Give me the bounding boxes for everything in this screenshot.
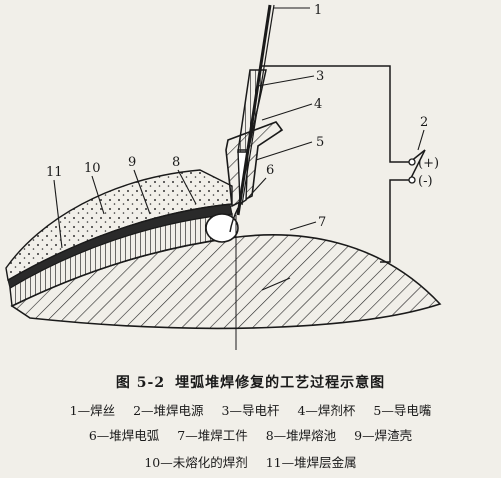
legend-item: 2—堆焊电源 bbox=[133, 403, 204, 418]
callout-11: 11 bbox=[46, 165, 63, 180]
weld-pool bbox=[205, 213, 239, 243]
welding-arc bbox=[229, 207, 239, 233]
legend-item: 10—未熔化的焊剂 bbox=[144, 455, 248, 470]
legend-item: 3—导电杆 bbox=[221, 403, 280, 418]
legend-item: 7—堆焊工件 bbox=[177, 428, 248, 443]
callout-9: 9 bbox=[128, 155, 136, 170]
callout-4: 4 bbox=[314, 97, 322, 112]
figure-caption: 图 5-2 埋弧堆焊修复的工艺过程示意图 bbox=[0, 372, 501, 392]
callout-6: 6 bbox=[266, 163, 274, 178]
legend-item: 4—焊剂杯 bbox=[297, 403, 356, 418]
legend-line-2: 6—堆焊电弧 7—堆焊工件 8—堆焊熔池 9—焊渣壳 bbox=[0, 425, 501, 444]
negative-terminal bbox=[408, 176, 416, 184]
callout-10: 10 bbox=[84, 161, 101, 176]
callout-5: 5 bbox=[316, 135, 324, 150]
welding-wire bbox=[236, 4, 272, 216]
legend-line-3: 10—未熔化的焊剂 11—堆焊层金属 bbox=[0, 452, 501, 471]
callout-3: 3 bbox=[316, 69, 324, 84]
legend-line-1: 1—焊丝 2—堆焊电源 3—导电杆 4—焊剂杯 5—导电嘴 bbox=[0, 400, 501, 419]
callout-8: 8 bbox=[172, 155, 180, 170]
legend-item: 6—堆焊电弧 bbox=[88, 428, 160, 443]
welding-process-diagram: (+) (-) 1 2 3 4 5 6 7 8 9 10 11 bbox=[5, 3, 442, 350]
workpiece-arrow bbox=[261, 277, 291, 291]
negative-label: (-) bbox=[418, 174, 433, 189]
legend-item: 9—焊渣壳 bbox=[354, 428, 413, 443]
legend-item: 5—导电嘴 bbox=[373, 403, 432, 418]
leader-lines bbox=[53, 7, 425, 249]
callout-1: 1 bbox=[314, 3, 322, 18]
power-source-wiring bbox=[262, 65, 426, 263]
legend-item: 11—堆焊层金属 bbox=[265, 455, 357, 470]
legend-item: 1—焊丝 bbox=[69, 403, 116, 418]
legend-item: 8—堆焊熔池 bbox=[265, 428, 337, 443]
positive-terminal bbox=[408, 158, 416, 166]
figure-number: 图 5-2 bbox=[115, 375, 166, 391]
callout-2: 2 bbox=[420, 115, 428, 130]
positive-label: (+) bbox=[418, 156, 439, 171]
figure-title: 埋弧堆焊修复的工艺过程示意图 bbox=[175, 375, 386, 391]
callout-7: 7 bbox=[318, 215, 326, 230]
